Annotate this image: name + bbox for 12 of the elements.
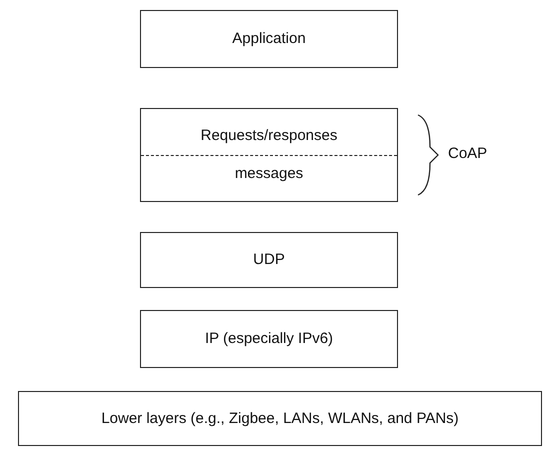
group-label: CoAP [448, 145, 488, 162]
layer-name: IP (especially IPv6) [204, 330, 334, 348]
layer-box [140, 232, 398, 288]
layer-box [140, 108, 398, 202]
layer-name: Requests/responses [200, 127, 338, 145]
layer-name: UDP [253, 251, 285, 269]
layer-box [140, 10, 398, 68]
layer-name: messages [234, 165, 304, 183]
layer-name: Application [232, 30, 306, 48]
layer-box [140, 310, 398, 368]
layer-name: Lower layers (e.g., Zigbee, LANs, WLANs, and PANs) [101, 410, 459, 428]
layer-box [18, 391, 542, 446]
